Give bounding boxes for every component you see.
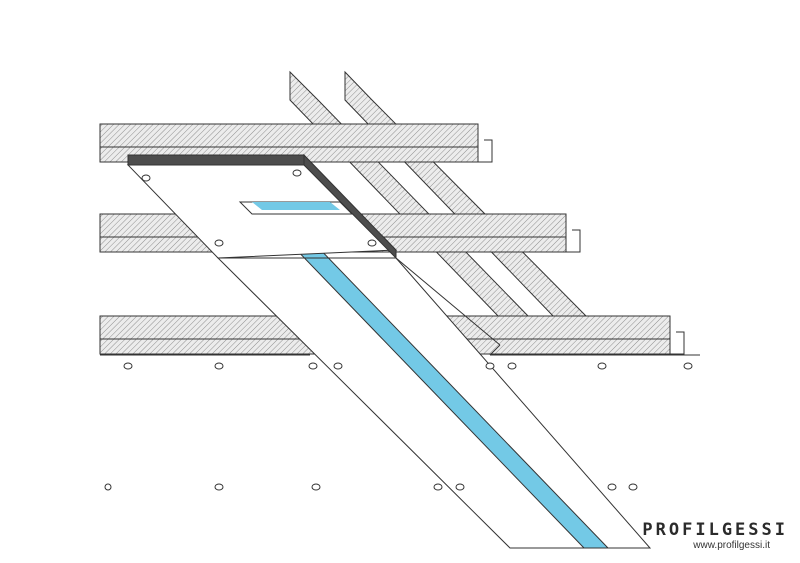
- brand-url: www.profilgessi.it: [693, 540, 770, 551]
- access-panel: [126, 153, 398, 260]
- brand-name: PROFILGESSI: [642, 520, 788, 540]
- brand-logo: PROFILGESSI www.profilgessi.it: [642, 521, 788, 553]
- ceiling-board: [100, 354, 700, 548]
- screw-holes: [104, 169, 693, 491]
